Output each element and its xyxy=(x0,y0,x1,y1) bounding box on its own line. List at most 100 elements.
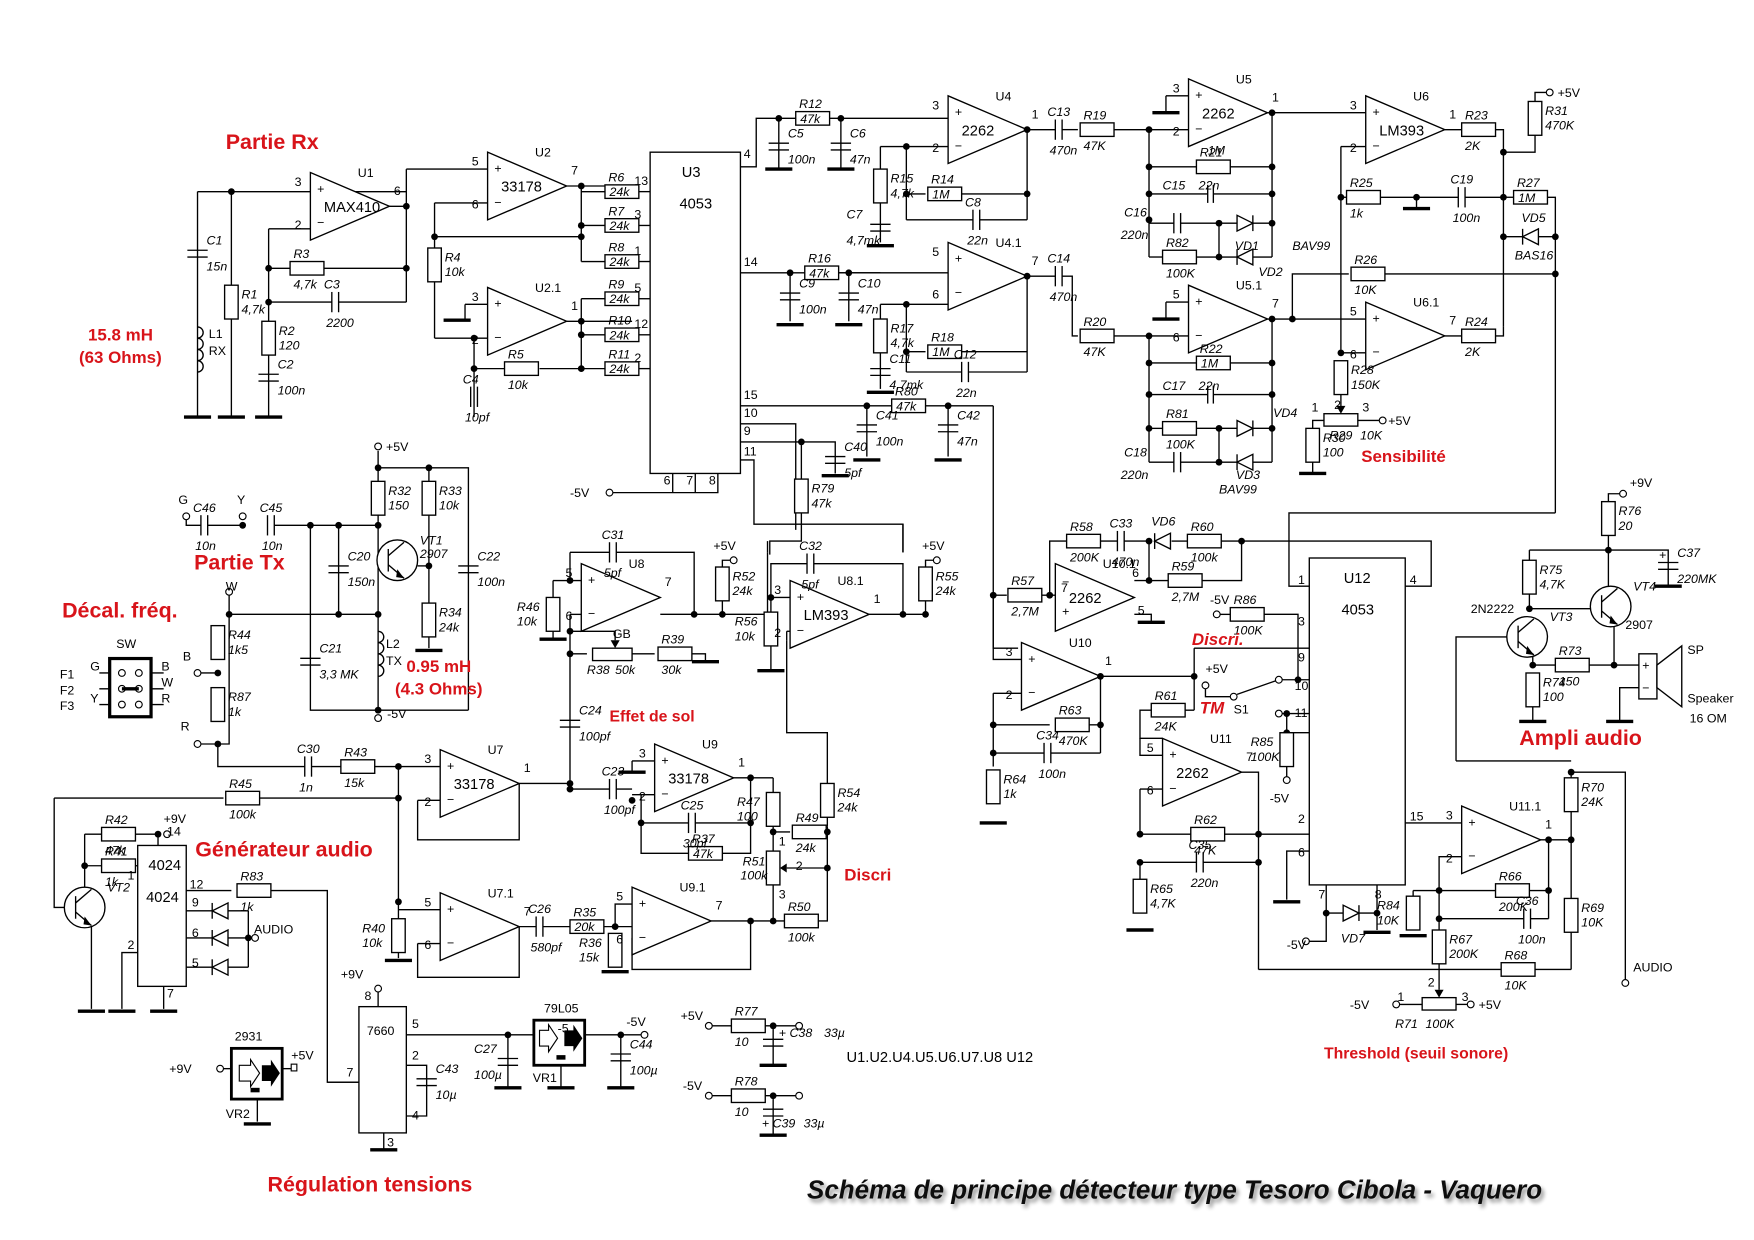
opamp-U7.1 xyxy=(439,891,521,962)
resistor-R7 xyxy=(604,218,640,233)
section-threshold: Threshold (seuil sonore) xyxy=(1324,1046,1508,1063)
resistor-value: 100k xyxy=(229,807,257,821)
resistor-value: 200K xyxy=(1069,550,1100,564)
junction-dot xyxy=(1023,126,1031,134)
emitter-arrow xyxy=(1609,615,1618,625)
resistor-value: 47k xyxy=(105,843,126,857)
resistor-value: 1k xyxy=(105,875,119,889)
junction-dot xyxy=(1605,546,1612,554)
pin-number: 11 xyxy=(744,444,757,458)
diode-ref: VD6 xyxy=(1151,514,1175,528)
capacitor-value: 470n xyxy=(1050,290,1078,304)
pin-number: 3 xyxy=(779,887,786,901)
capacitor-ref: C21 xyxy=(319,642,342,656)
junction-dot xyxy=(1255,830,1262,838)
junction-dot xyxy=(617,1031,625,1039)
capacitor-value: 10pf xyxy=(465,411,491,425)
resistor-R19 xyxy=(1079,122,1115,138)
resistor-R31 xyxy=(1527,100,1543,136)
wire xyxy=(1202,541,1243,582)
resistor-R52 xyxy=(714,566,730,602)
junction-dot xyxy=(566,650,574,658)
capacitor-ref: C25 xyxy=(681,798,704,812)
resistor-value: 120 xyxy=(279,338,300,352)
pin-number: 5 xyxy=(565,566,572,580)
resistor-value: 4,7K xyxy=(1150,896,1176,910)
regulator-ref: VR1 xyxy=(533,1071,557,1085)
pin-number: 5 xyxy=(472,155,479,169)
pin-number: 4 xyxy=(412,1108,419,1122)
resistor-ref: R22 xyxy=(1200,342,1223,356)
junction-dot xyxy=(1322,909,1330,917)
section-sensitivity: Sensibilité xyxy=(1361,447,1446,466)
opamp-part: LM393 xyxy=(804,608,849,624)
wire xyxy=(691,653,707,662)
capacitor-ref: C36 xyxy=(1516,894,1539,908)
resistor-ref: R69 xyxy=(1581,901,1604,915)
resistor-R68 xyxy=(1500,962,1536,977)
speaker-name: Speaker xyxy=(1687,691,1733,705)
opamp-part: 2262 xyxy=(1202,106,1235,122)
junction-dot xyxy=(374,706,382,714)
pin-number: 13 xyxy=(634,174,648,188)
capacitor-value: 470n xyxy=(1112,555,1140,569)
supply-label: +5V xyxy=(713,539,736,553)
pin-number: 2 xyxy=(932,141,939,155)
opamp-ref: U11.1 xyxy=(1509,800,1541,814)
pot-wiper xyxy=(1434,989,1444,998)
opamp-ref: U8 xyxy=(629,557,645,571)
opamp-U5.1 xyxy=(1187,284,1270,354)
junction-dot xyxy=(470,334,478,342)
junction-dot xyxy=(425,464,433,472)
pin-number: 1 xyxy=(779,834,786,848)
junction-dot xyxy=(902,190,910,198)
junction-dot xyxy=(374,521,382,529)
capacitor-value: 2200 xyxy=(325,316,354,330)
regulator-ref: VR2 xyxy=(226,1107,250,1121)
terminal-pin xyxy=(193,740,202,748)
rx-coil-turn xyxy=(197,326,204,339)
resistor-ref: R21 xyxy=(1200,146,1223,160)
resistor-ref: R6 xyxy=(608,170,624,184)
transistor-VT3 xyxy=(1506,615,1549,658)
capacitor-ref: C37 xyxy=(1677,546,1701,560)
pin-number: 1 xyxy=(1105,654,1112,668)
wire xyxy=(1049,540,1067,596)
junction-dot xyxy=(239,521,247,529)
audio-label: AUDIO xyxy=(1633,961,1673,975)
terminal-pin xyxy=(251,933,260,942)
capacitor-ref: C6 xyxy=(850,127,866,141)
resistor-ref: R35 xyxy=(573,905,596,919)
pin-number: 6 xyxy=(472,198,479,212)
junction-dot xyxy=(81,862,89,870)
pot-value: 100K xyxy=(1426,1017,1456,1031)
resistor-R75 xyxy=(1521,559,1537,595)
transistor-ref: VT2 xyxy=(107,881,130,895)
section-discri: Discri xyxy=(844,865,891,884)
resistor-value: 1M xyxy=(932,187,950,201)
wire xyxy=(924,559,935,570)
opamp-U6 xyxy=(1365,94,1447,165)
resistor-value: 100K xyxy=(1166,438,1196,452)
section-tx: Partie Tx xyxy=(194,550,285,574)
capacitor-ref: C3 xyxy=(324,278,340,292)
junction-dot xyxy=(1268,163,1276,171)
resistor-R10 xyxy=(604,327,640,343)
terminal-pin xyxy=(134,700,143,709)
resistor-R69 xyxy=(1563,897,1579,933)
capacitor-value: 22n xyxy=(1198,379,1220,393)
resistor-value: 47k xyxy=(693,847,714,861)
pin-number: 7 xyxy=(167,987,174,1001)
capacitor-value: 47n xyxy=(858,302,879,316)
capacitor-value: 1n xyxy=(299,780,313,794)
pin-number: 11 xyxy=(1295,706,1308,720)
resistor-value: 2,7M xyxy=(1010,604,1039,618)
junction-dot xyxy=(1529,661,1537,669)
pin-number: 8 xyxy=(365,989,372,1003)
resistor-R67 xyxy=(1431,929,1447,965)
minus-sign: − xyxy=(1195,122,1202,136)
resistor-value: 24K xyxy=(1580,795,1604,809)
wire xyxy=(1288,512,1556,587)
capacitor-value: 22n xyxy=(1198,178,1220,192)
resistor-R84 xyxy=(1405,895,1421,931)
